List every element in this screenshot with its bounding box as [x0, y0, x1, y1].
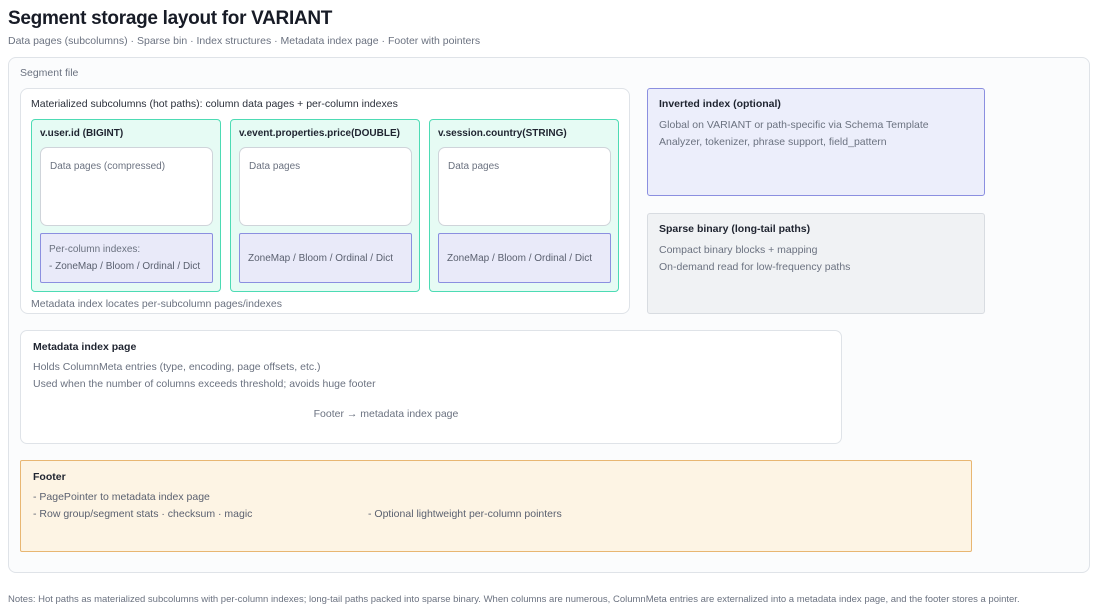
column-card-event-price[interactable]: v.event.properties.price(DOUBLE) Data pa… [230, 119, 420, 292]
right-stack: Inverted index (optional) Global on VARI… [647, 88, 985, 314]
notes-text: Notes: Hot paths as materialized subcolu… [8, 594, 1020, 605]
column-card-session-country[interactable]: v.session.country(STRING) Data pages Zon… [429, 119, 619, 292]
metadata-index-page-line-1: Holds ColumnMeta entries (type, encoding… [33, 361, 321, 373]
footer-box: Footer - PagePointer to metadata index p… [20, 460, 972, 552]
data-pages-label: Data pages (compressed) [50, 161, 166, 172]
footer-to-metadata-arrow-label: Footer → metadata index page [313, 408, 459, 420]
index-line: - ZoneMap / Bloom / Ordinal / Dict [49, 261, 201, 272]
top-row: Materialized subcolumns (hot paths): col… [20, 88, 1078, 314]
inverted-index-line-1: Global on VARIANT or path-specific via S… [659, 119, 929, 131]
footer-split-row: - Row group/segment stats · checksum · m… [33, 506, 959, 523]
columns-row: v.user.id (BIGINT) Data pages (compresse… [31, 119, 619, 292]
subcolumns-title: Materialized subcolumns (hot paths): col… [31, 98, 398, 110]
metadata-index-page-title: Metadata index page [33, 341, 137, 353]
index-line: Per-column indexes: [49, 244, 141, 255]
column-card-title: v.user.id (BIGINT) [40, 128, 124, 139]
segment-file-panel: Segment file Materialized subcolumns (ho… [8, 57, 1090, 573]
page-subtitle: Data pages (subcolumns) · Sparse bin · I… [8, 35, 481, 47]
index-line: ZoneMap / Bloom / Ordinal / Dict [248, 252, 394, 264]
sparse-binary-line-1: Compact binary blocks + mapping [659, 244, 818, 256]
column-card-user-id[interactable]: v.user.id (BIGINT) Data pages (compresse… [31, 119, 221, 292]
per-column-index-box: ZoneMap / Bloom / Ordinal / Dict [438, 233, 611, 283]
metadata-index-page-box: Metadata index page Holds ColumnMeta ent… [20, 330, 842, 444]
footer-line-3: - Optional lightweight per-column pointe… [368, 508, 562, 520]
inverted-index-card: Inverted index (optional) Global on VARI… [647, 88, 985, 196]
per-column-index-box: ZoneMap / Bloom / Ordinal / Dict [239, 233, 412, 283]
data-pages-label: Data pages [448, 161, 500, 172]
sparse-binary-line-2: On-demand read for low-frequency paths [659, 261, 851, 273]
data-pages-box: Data pages [239, 147, 412, 226]
footer-title: Footer [33, 471, 66, 483]
per-column-index-box: Per-column indexes: - ZoneMap / Bloom / … [40, 233, 213, 283]
column-card-title: v.event.properties.price(DOUBLE) [239, 128, 400, 139]
footer-line-2: - Row group/segment stats · checksum · m… [33, 508, 253, 520]
segment-file-label: Segment file [20, 67, 79, 79]
data-pages-box: Data pages [438, 147, 611, 226]
inverted-index-title: Inverted index (optional) [659, 98, 781, 110]
metadata-index-page-line-2: Used when the number of columns exceeds … [33, 378, 376, 390]
footer-line-1: - PagePointer to metadata index page [33, 491, 210, 503]
page-title: Segment storage layout for VARIANT [8, 8, 333, 29]
subcolumns-footnote: Metadata index locates per-subcolumn pag… [31, 298, 282, 310]
inverted-index-line-2: Analyzer, tokenizer, phrase support, fie… [659, 136, 887, 148]
index-line: ZoneMap / Bloom / Ordinal / Dict [447, 252, 593, 264]
column-card-title: v.session.country(STRING) [438, 128, 567, 139]
data-pages-label: Data pages [249, 161, 301, 172]
data-pages-box: Data pages (compressed) [40, 147, 213, 226]
sparse-binary-card: Sparse binary (long-tail paths) Compact … [647, 213, 985, 314]
materialized-subcolumns-box: Materialized subcolumns (hot paths): col… [20, 88, 630, 314]
sparse-binary-title: Sparse binary (long-tail paths) [659, 223, 811, 235]
